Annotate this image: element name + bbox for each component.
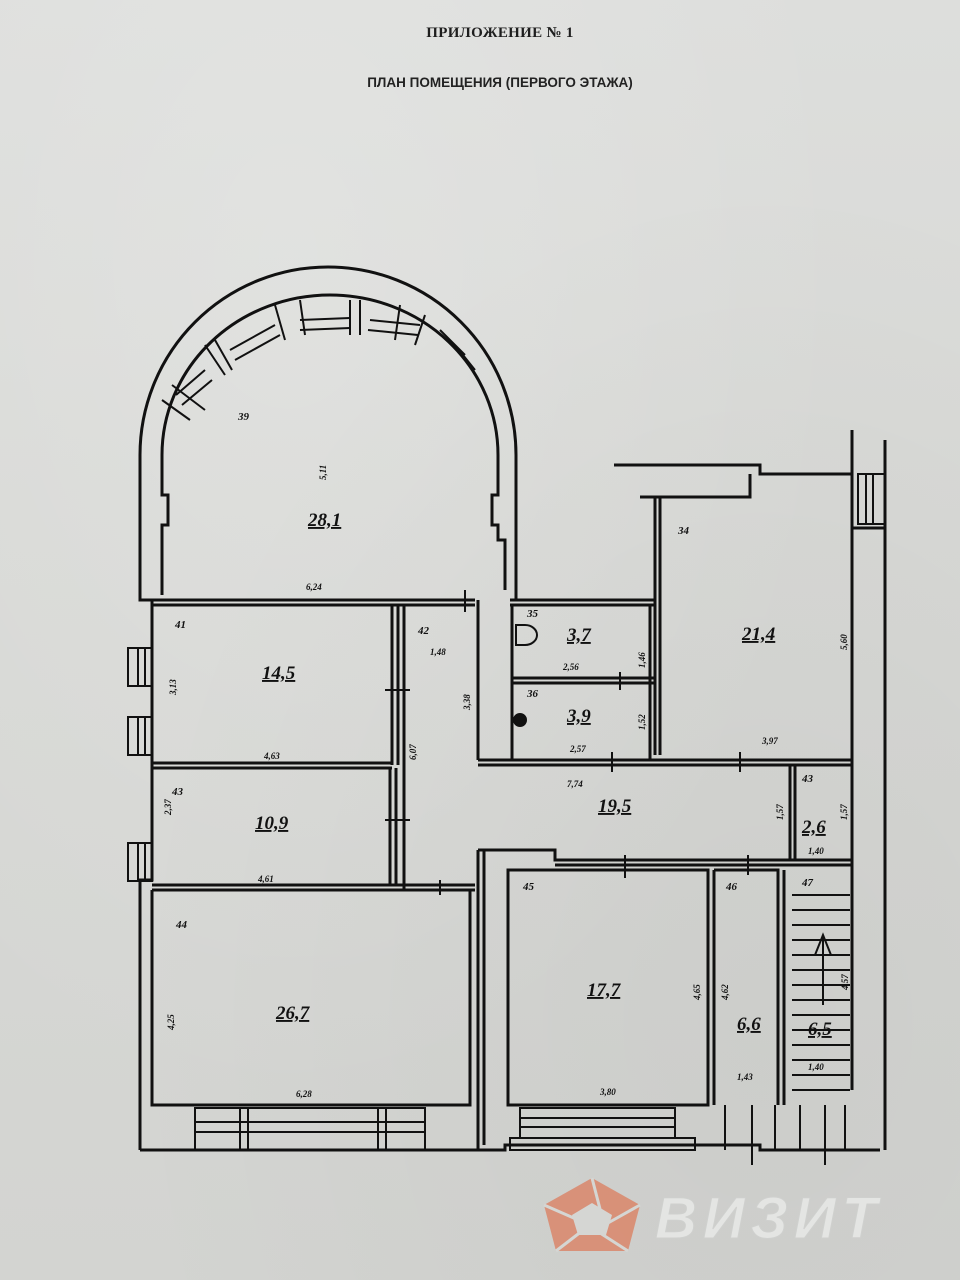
area-room-44: 26,7 (275, 1003, 311, 1024)
outer-walls (138, 265, 887, 1152)
svg-text:5,60: 5,60 (839, 634, 849, 650)
svg-text:45: 45 (522, 881, 535, 893)
svg-text:3,80: 3,80 (599, 1087, 616, 1097)
area-room-35: 3,7 (566, 625, 592, 646)
brand-name: ВИЗИТ (654, 1186, 884, 1252)
brand-logo: ВИЗИТ (540, 1175, 930, 1255)
bottom-windows (194, 1105, 846, 1165)
stairs (792, 894, 850, 1091)
svg-text:7,74: 7,74 (567, 779, 583, 789)
area-room-47: 6,5 (808, 1019, 832, 1040)
svg-text:36: 36 (526, 688, 539, 700)
door-marks (385, 590, 749, 895)
area-room-41: 14,5 (262, 663, 296, 684)
svg-text:34: 34 (677, 525, 690, 537)
svg-text:2,37: 2,37 (163, 799, 173, 816)
svg-text:44: 44 (175, 919, 188, 931)
svg-text:42: 42 (417, 625, 430, 637)
svg-text:2,56: 2,56 (562, 662, 579, 672)
svg-text:1,40: 1,40 (808, 846, 824, 856)
svg-text:4,63: 4,63 (263, 751, 280, 761)
svg-text:4,62: 4,62 (720, 984, 730, 1001)
svg-text:43: 43 (801, 773, 814, 785)
svg-text:43: 43 (171, 786, 184, 798)
interior-walls (150, 598, 852, 1150)
area-hall: 19,5 (598, 796, 632, 817)
area-room-34: 21,4 (741, 624, 775, 645)
svg-text:35: 35 (526, 608, 539, 620)
area-room-39: 28,1 (307, 510, 341, 531)
room-numbers: 39 41 42 35 36 34 43 43 44 45 46 47 (171, 411, 814, 931)
dimension-labels: 5,11 6,24 3,13 4,63 1,48 3,38 6,07 1,46 … (163, 465, 850, 1099)
svg-text:4,57: 4,57 (840, 974, 850, 991)
area-room-46: 6,6 (737, 1014, 761, 1035)
svg-text:3,38: 3,38 (462, 694, 472, 711)
arch-windows (161, 299, 476, 421)
svg-text:5,11: 5,11 (318, 465, 328, 480)
area-room-45: 17,7 (587, 980, 622, 1001)
svg-text:6,28: 6,28 (296, 1089, 312, 1099)
svg-text:6,24: 6,24 (306, 582, 322, 592)
svg-text:1,52: 1,52 (637, 714, 647, 730)
document-heading: ПРИЛОЖЕНИЕ № 1 (426, 25, 574, 41)
svg-text:2,57: 2,57 (569, 744, 586, 754)
svg-text:6,07: 6,07 (408, 744, 418, 760)
area-labels: 28,1 14,5 3,7 3,9 21,4 10,9 19,5 2,6 26,… (255, 510, 832, 1040)
svg-text:4,65: 4,65 (692, 984, 702, 1001)
left-windows (127, 473, 886, 882)
svg-text:46: 46 (725, 881, 738, 893)
svg-text:47: 47 (801, 877, 814, 889)
svg-text:1,57: 1,57 (839, 804, 849, 820)
svg-text:41: 41 (174, 619, 186, 631)
plan-title: ПЛАН ПОМЕЩЕНИЯ (ПЕРВОГО ЭТАЖА) (367, 75, 633, 90)
svg-text:39: 39 (237, 411, 250, 423)
svg-text:1,43: 1,43 (737, 1072, 753, 1082)
svg-text:4,25: 4,25 (166, 1014, 176, 1031)
svg-text:1,46: 1,46 (637, 652, 647, 668)
pentagon-logo-icon (543, 1177, 641, 1253)
toilet-icons (513, 624, 538, 727)
area-room-36: 3,9 (566, 706, 591, 727)
svg-text:1,57: 1,57 (775, 804, 785, 820)
svg-text:1,48: 1,48 (430, 647, 446, 657)
area-room-43: 10,9 (255, 813, 289, 834)
svg-text:4,61: 4,61 (257, 874, 274, 884)
area-room-43b: 2,6 (801, 817, 826, 838)
svg-text:3,13: 3,13 (168, 679, 178, 696)
svg-text:3,97: 3,97 (761, 736, 778, 746)
svg-text:1,40: 1,40 (808, 1062, 824, 1072)
